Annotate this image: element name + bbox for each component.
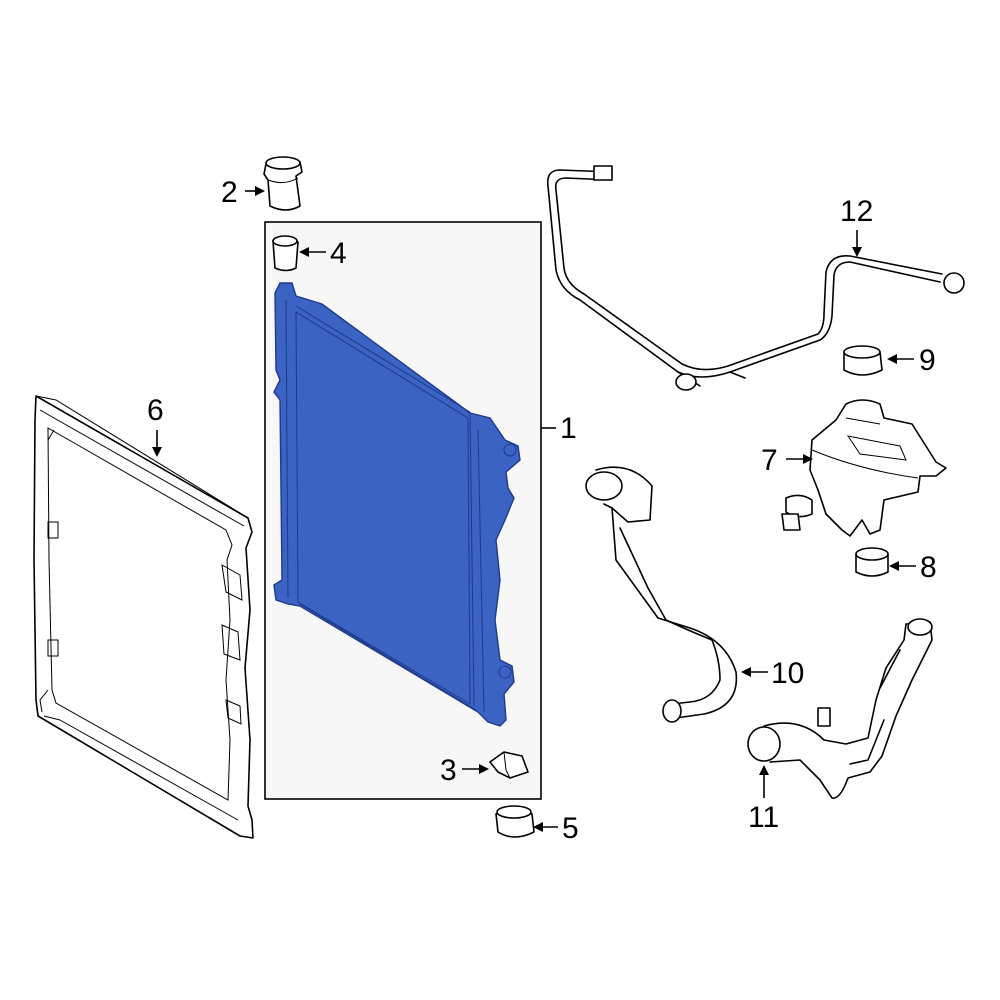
callout-2: 2 — [221, 176, 238, 209]
callout-11: 11 — [748, 801, 779, 834]
lower-radiator-hose-part[interactable] — [747, 618, 933, 799]
callout-12: 12 — [840, 195, 873, 228]
lower-insulator-part[interactable] — [495, 805, 535, 838]
upper-radiator-hose-part[interactable] — [585, 466, 738, 723]
callout-10: 10 — [771, 657, 804, 690]
overflow-hose-part[interactable] — [546, 165, 965, 391]
lower-bracket-part[interactable] — [489, 751, 529, 779]
callout-1: 1 — [560, 412, 577, 445]
upper-mount-part[interactable] — [263, 156, 303, 211]
callout-leaders — [152, 186, 916, 832]
callout-4: 4 — [330, 237, 347, 270]
callout-9: 9 — [919, 344, 936, 377]
shroud-frame-part[interactable] — [33, 395, 254, 839]
radiator-part[interactable] — [273, 282, 521, 727]
expansion-reservoir-part[interactable] — [781, 399, 947, 537]
callout-7: 7 — [761, 444, 778, 477]
callout-5: 5 — [562, 812, 579, 845]
callout-6: 6 — [147, 394, 164, 427]
insulator-part[interactable] — [272, 235, 299, 272]
reservoir-cap-part[interactable] — [843, 345, 883, 376]
reservoir-grommet-part[interactable] — [855, 547, 889, 577]
callout-8: 8 — [920, 551, 937, 584]
callout-3: 3 — [440, 754, 457, 787]
